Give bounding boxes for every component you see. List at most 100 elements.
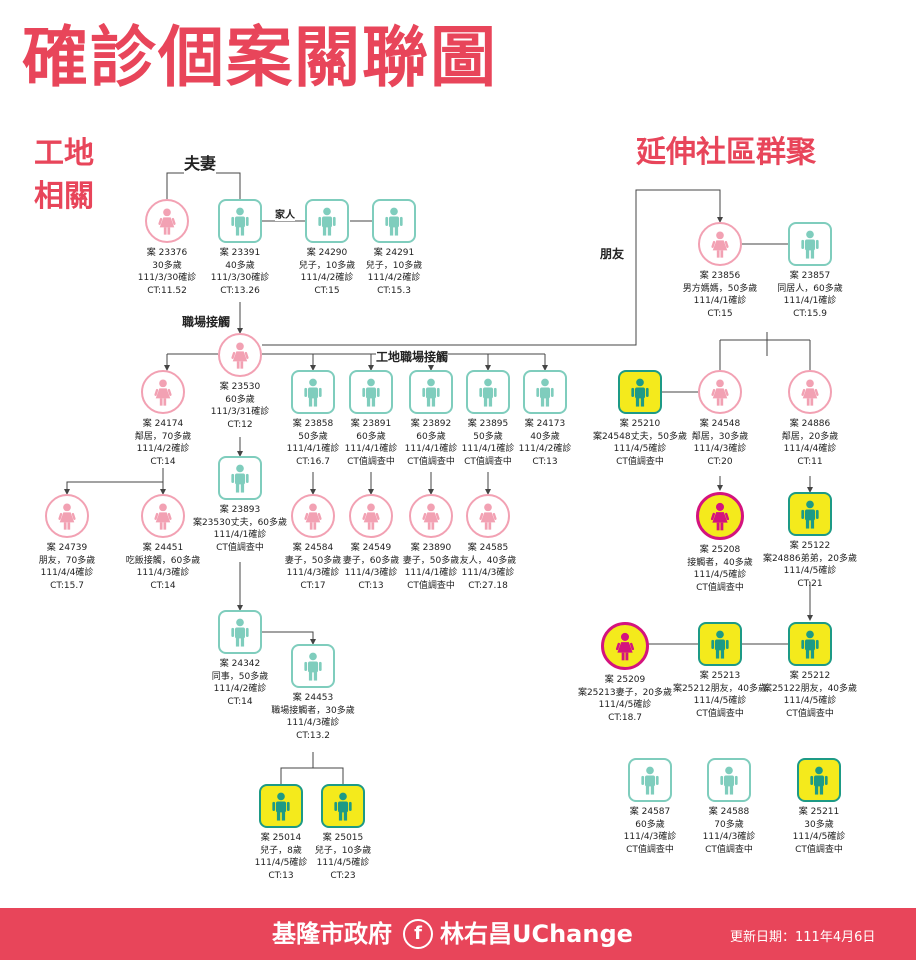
case-caption-line: 案 24451	[142, 543, 184, 553]
case-caption-line: 兒子，10多歲	[314, 845, 372, 856]
page-title: 確診個案關聯圖	[22, 19, 498, 96]
case-caption-line: 111/4/5確診	[598, 700, 652, 711]
case-caption-line: 案 23892	[410, 419, 452, 429]
case-caption-line: CT:14	[150, 456, 176, 467]
case-caption-line: CT值調查中	[407, 580, 455, 591]
case-caption-line: 50多歲	[473, 431, 503, 442]
case-caption-line: 60多歲	[635, 819, 665, 830]
case-caption-line: 案25122朋友，40多歲	[762, 683, 858, 694]
case-node-24886	[788, 370, 832, 414]
case-caption-line: CT:14	[227, 696, 253, 707]
case-node-23376	[145, 199, 189, 243]
case-caption-line: 案 25212	[789, 671, 831, 681]
case-caption-line: CT值調查中	[705, 844, 753, 855]
case-caption-line: 案 25208	[699, 545, 741, 555]
case-node-23391	[218, 199, 262, 243]
case-caption-line: 案 24549	[350, 543, 392, 553]
case-node-24585	[466, 494, 510, 538]
case-caption-line: 111/4/3確診	[461, 568, 515, 579]
case-node-25208	[696, 492, 744, 540]
case-caption-line: 111/3/30確診	[210, 273, 270, 284]
case-caption-line: 接觸者，40多歲	[687, 557, 753, 568]
case-caption-line: 40多歲	[225, 260, 255, 271]
case-caption-line: 111/4/1確診	[693, 296, 747, 307]
case-caption-line: 妻子，50多歲	[402, 555, 460, 566]
section-label-related: 相關	[34, 179, 94, 214]
case-caption-line: 案 25015	[322, 833, 364, 843]
case-caption-line: 案 23376	[146, 248, 188, 258]
case-caption-line: CT:18.7	[608, 712, 642, 723]
case-node-25211	[797, 758, 841, 802]
case-node-25209	[601, 622, 649, 670]
case-node-23893	[218, 456, 262, 500]
case-caption-line: 111/4/5確診	[783, 696, 837, 707]
case-caption-line: 50多歲	[298, 431, 328, 442]
case-caption-line: 案 24342	[219, 659, 261, 669]
case-caption-line: 111/4/5確診	[693, 570, 747, 581]
case-caption-line: 111/3/30確診	[137, 273, 197, 284]
edge-label-workplace: 職場接觸	[182, 313, 231, 330]
case-node-24739	[45, 494, 89, 538]
case-caption-line: CT:17	[300, 580, 326, 591]
case-caption-line: 案 23858	[292, 419, 334, 429]
case-node-23890	[409, 494, 453, 538]
case-caption-line: 朋友，70多歲	[38, 555, 96, 566]
case-caption-line: 案 25211	[798, 807, 840, 817]
case-node-25212	[788, 622, 832, 666]
case-caption-line: 案 23890	[410, 543, 452, 553]
case-node-24342	[218, 610, 262, 654]
case-caption-line: CT:16.7	[296, 456, 330, 467]
case-caption-line: 案 24453	[292, 693, 334, 703]
case-caption-line: 111/4/3確診	[344, 568, 398, 579]
case-caption-line: CT:23	[330, 870, 356, 881]
case-node-23895	[466, 370, 510, 414]
case-caption-line: 111/4/1確診	[404, 444, 458, 455]
case-caption-line: 111/4/5確診	[316, 858, 370, 869]
case-caption-line: 111/4/1確診	[404, 568, 458, 579]
case-caption-line: CT值調查中	[795, 844, 843, 855]
case-node-24173	[523, 370, 567, 414]
edge-label-family: 家人	[275, 206, 295, 221]
case-caption-line: 案 24587	[629, 807, 671, 817]
case-caption-line: 60多歲	[416, 431, 446, 442]
case-caption-line: 案25212朋友，40多歲	[672, 683, 768, 694]
case-node-24290	[305, 199, 349, 243]
case-caption-line: 111/4/2確診	[136, 444, 190, 455]
case-caption-line: 111/4/3確診	[693, 444, 747, 455]
friend-link	[262, 189, 723, 346]
case-caption-line: 案 24174	[142, 419, 184, 429]
case-caption-line: 鄰居，20多歲	[781, 431, 839, 442]
case-caption-line: 案 23891	[350, 419, 392, 429]
case-node-24453	[291, 644, 335, 688]
case-caption-line: CT:11	[797, 456, 823, 467]
case-node-24548	[698, 370, 742, 414]
case-caption-line: 職場接觸者，30多歲	[271, 705, 355, 716]
case-caption-line: CT值調查中	[616, 456, 664, 467]
case-caption-line: 案 25210	[619, 419, 661, 429]
edge-label-couple: 夫妻	[184, 150, 217, 174]
case-caption-line: CT值調查中	[696, 708, 744, 719]
case-node-24588	[707, 758, 751, 802]
case-caption-line: 案24886弟弟，20多歲	[762, 553, 858, 564]
footer-mayor: 林右昌UChange	[440, 920, 633, 948]
case-caption-line: 案 24548	[699, 419, 741, 429]
case-caption-line: 案 25213	[699, 671, 741, 681]
